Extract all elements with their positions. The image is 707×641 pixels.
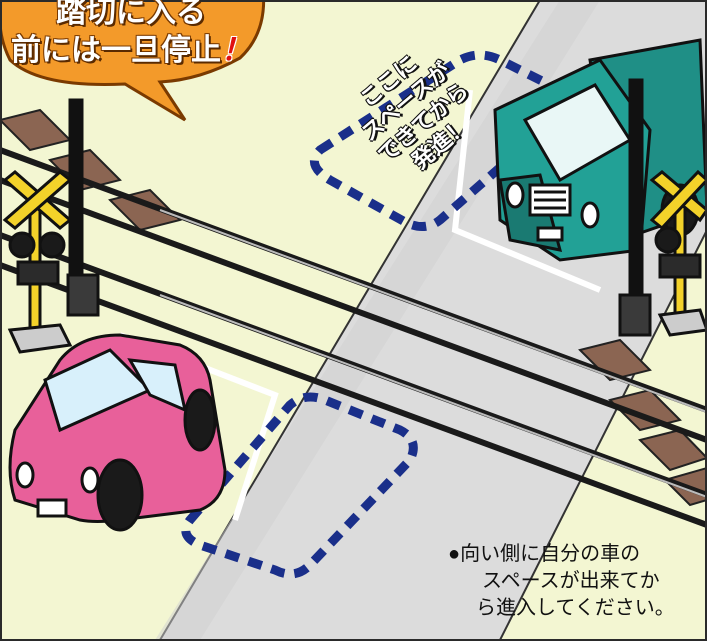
railroad-sleepers — [0, 108, 707, 507]
railroad-rails — [0, 147, 707, 528]
left-crossing-signal — [2, 98, 100, 354]
dashed-space-boxes — [181, 50, 572, 579]
right-crossing-signal — [618, 78, 707, 337]
caption-line-1: ●向い側に自分の車の — [448, 543, 641, 565]
speech-bubble — [0, 0, 266, 122]
bubble-line-2-text: 前には一旦停止 — [11, 33, 221, 68]
bubble-message: 踏切に入る 前には一旦停止！ — [6, 0, 256, 70]
caption: ●向い側に自分の車の スペースが出来てか ら進入してください。 — [448, 541, 704, 622]
bubble-line-2: 前には一旦停止！ — [6, 32, 256, 70]
bubble-exclamation: ！ — [221, 33, 251, 68]
caption-line-3: ら進入してください。 — [476, 597, 675, 619]
pink-car — [8, 333, 227, 532]
bubble-line-1: 踏切に入る — [56, 0, 206, 30]
caption-line-2: スペースが出来てか — [482, 570, 660, 592]
